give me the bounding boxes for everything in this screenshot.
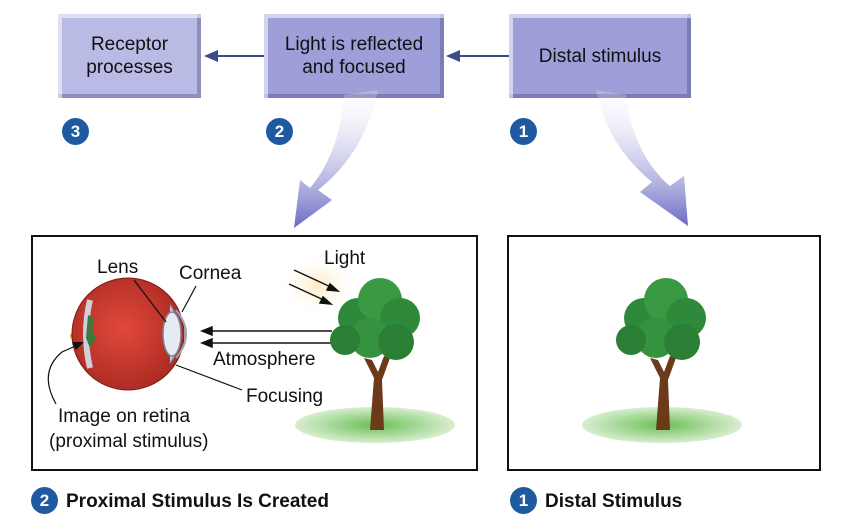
tree-illustration	[295, 278, 455, 443]
focusing-leader-line	[175, 364, 243, 391]
retina-label-line2: (proximal stimulus)	[49, 431, 209, 452]
flow-arrow-light-to-receptor	[204, 50, 264, 62]
cornea-label: Cornea	[179, 263, 242, 284]
caption-right-badge: 1	[510, 487, 537, 514]
flow-arrow-distal-to-light	[446, 50, 509, 62]
light-rays-icon	[288, 269, 341, 305]
light-reflected-box: Light is reflected and focused	[264, 14, 444, 98]
light-label: Light	[324, 248, 366, 269]
atmosphere-arrows-icon	[199, 325, 332, 349]
receptor-box-line2: processes	[86, 57, 173, 78]
distal-box-label: Distal stimulus	[538, 45, 662, 67]
retina-leader-arrowhead	[72, 342, 84, 350]
focusing-label: Focusing	[246, 386, 324, 407]
tree-illustration	[582, 278, 742, 443]
retina-leader-line	[47, 343, 81, 405]
eye-illustration	[70, 277, 187, 391]
receptor-box-line1: Receptor	[90, 34, 169, 55]
caption-proximal-stimulus: Proximal Stimulus Is Created	[66, 491, 329, 512]
step-2-badge: 2	[266, 118, 293, 145]
cornea-leader-line	[181, 285, 197, 313]
distal-stimulus-box: Distal stimulus	[509, 14, 691, 98]
step-3-badge: 3	[62, 118, 89, 145]
caption-distal-stimulus: Distal Stimulus	[545, 491, 683, 512]
lens-leader-line	[133, 279, 167, 323]
light-box-line1: Light is reflected	[284, 34, 424, 55]
light-glow	[278, 255, 358, 315]
atmosphere-label: Atmosphere	[213, 349, 316, 370]
lens-label: Lens	[97, 257, 139, 278]
curved-arrow-icon	[294, 90, 378, 228]
step-1-badge: 1	[510, 118, 537, 145]
caption-left-badge: 2	[31, 487, 58, 514]
retina-label-line1: Image on retina	[58, 406, 191, 427]
receptor-processes-box: Receptor processes	[58, 14, 201, 98]
light-box-line2: and focused	[302, 57, 406, 78]
curved-arrow-icon	[596, 90, 688, 226]
